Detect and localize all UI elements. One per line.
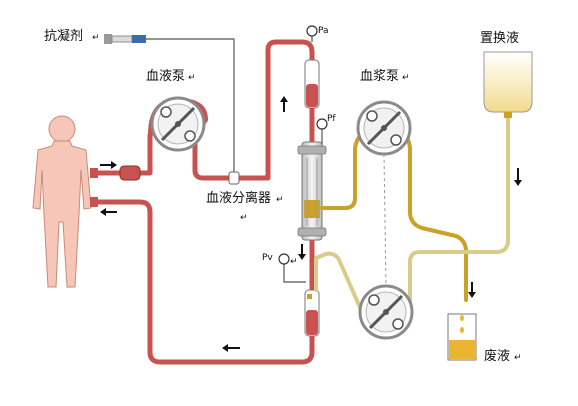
plasma-pump-label: 血浆泵	[360, 69, 400, 84]
patient-figure	[32, 115, 92, 288]
waste-mark: ↵	[514, 353, 522, 363]
blood-pump-label: 血液泵	[146, 69, 186, 84]
venous-chamber	[304, 289, 320, 337]
line-connector	[90, 165, 141, 207]
replacement-pump-lower	[358, 284, 414, 340]
anticoagulant-label: 抗凝剂	[44, 29, 84, 44]
arrow-down-replacement-icon	[514, 168, 522, 186]
separator-label: 血液分离器	[206, 191, 272, 206]
anticoagulant-syringe	[104, 34, 240, 185]
flow-arrows	[100, 96, 522, 352]
plasma-pump-upper	[356, 100, 412, 156]
blood-pump-mark: ↵	[188, 73, 196, 83]
pressure-gauges	[278, 25, 328, 283]
arrow-left-bottom-icon	[222, 344, 240, 352]
plasma-pump-mark: ↵	[402, 73, 410, 83]
arrow-up-icon	[280, 96, 288, 112]
pump-guide-line	[383, 153, 387, 287]
waste-label: 废液	[484, 349, 511, 364]
pf-label: Pf	[327, 114, 336, 124]
arrow-down-waste-icon	[468, 282, 476, 298]
pa-label: Pa	[318, 26, 329, 36]
arterial-chamber	[304, 59, 320, 142]
blood-pump	[150, 96, 206, 152]
arrow-down-icon	[298, 244, 306, 260]
plasma-circuit	[314, 110, 510, 338]
arrow-right-icon	[100, 161, 117, 169]
pv-label: Pv	[262, 253, 273, 263]
waste-container	[447, 313, 477, 361]
anticoagulant-mark: ↵	[92, 33, 100, 43]
pv-mark: ↵	[290, 257, 298, 267]
arrow-left-icon	[100, 208, 117, 216]
separator-column	[297, 141, 327, 241]
replacement-fluid-bag	[483, 51, 533, 118]
replacement-fluid-label: 置换液	[480, 31, 520, 46]
separator-mark: ↵	[276, 195, 284, 205]
separator-mark-2: ↵	[240, 213, 248, 223]
